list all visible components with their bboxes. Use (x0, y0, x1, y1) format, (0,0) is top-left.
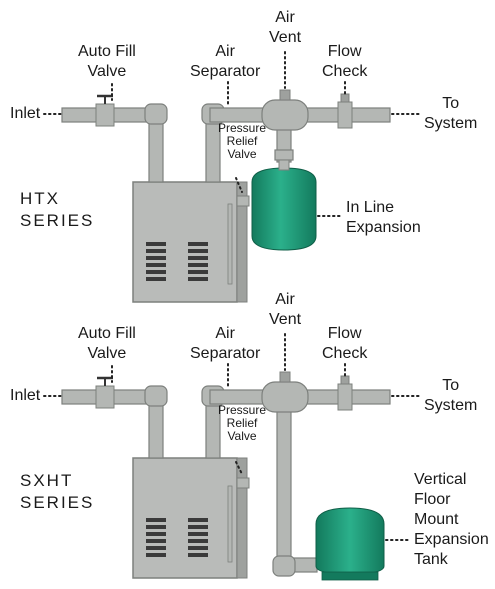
sxht-pressure-relief-label: Pressure Relief Valve (218, 403, 267, 443)
sxht-series-label: SXHT SERIES (20, 471, 95, 512)
sxht-auto-fill-label: Auto Fill Valve (78, 325, 136, 362)
flow-check-icon (337, 375, 353, 411)
sxht-to-system-label: To System (424, 377, 478, 414)
flow-check-icon (337, 93, 353, 129)
sxht-air-vent-label: Air Vent (269, 291, 302, 328)
htx-boiler (132, 181, 250, 303)
sxht-air-separator (261, 371, 309, 413)
htx-flow-check-label: Flow Check (322, 43, 368, 80)
htx-air-separator (261, 89, 309, 131)
valve-handle-icon (95, 94, 115, 127)
sxht-expansion-label: Vertical Floor Mount Expansion Tank (414, 471, 489, 568)
htx-air-separator-label: Air Separator (190, 43, 261, 80)
air-vent-icon (279, 371, 291, 383)
htx-leader-lines (43, 51, 421, 217)
htx-auto-fill-label: Auto Fill Valve (78, 43, 136, 80)
htx-inline-expansion-tank (251, 159, 317, 251)
valve-handle-icon (95, 376, 115, 409)
sxht-floor-expansion-tank (315, 507, 385, 581)
htx-diagram (43, 51, 421, 303)
sxht-boiler (132, 457, 250, 579)
htx-to-system-label: To System (424, 95, 478, 132)
htx-pressure-relief-label: Pressure Relief Valve (218, 121, 267, 161)
htx-inlet-label: Inlet (10, 105, 41, 122)
htx-series-label: HTX SERIES (20, 189, 95, 230)
sxht-flow-check-label: Flow Check (322, 325, 368, 362)
sxht-inlet-label: Inlet (10, 387, 41, 404)
sxht-leader-lines (43, 333, 421, 541)
htx-expansion-label: In Line Expansion (346, 199, 421, 236)
htx-air-vent-label: Air Vent (269, 9, 302, 46)
air-vent-icon (279, 89, 291, 101)
sxht-air-separator-label: Air Separator (190, 325, 261, 362)
sxht-diagram (43, 333, 421, 581)
